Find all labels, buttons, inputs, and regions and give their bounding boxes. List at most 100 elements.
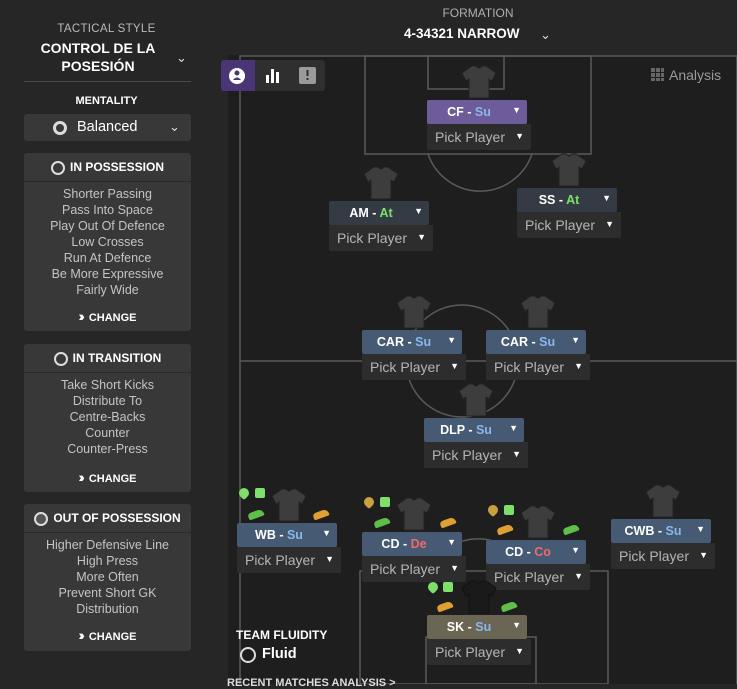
pick-player-dropdown[interactable]: Pick Player▼ bbox=[329, 225, 433, 251]
role-selector[interactable]: CWB - Su▼ bbox=[611, 519, 711, 543]
role-label: CF - Su bbox=[447, 105, 491, 119]
role-label: AM - At bbox=[349, 206, 393, 220]
shield-icon bbox=[34, 512, 49, 526]
info-view-tab[interactable] bbox=[291, 60, 325, 91]
in-possession-panel: IN POSSESSION Shorter Passing Pass Into … bbox=[24, 153, 191, 331]
position-card-car-left[interactable]: CAR - Su▼ Pick Player ▼ bbox=[362, 295, 466, 380]
pick-player-dropdown[interactable]: Pick Player▼ bbox=[486, 354, 590, 380]
pick-player-label: Pick Player bbox=[431, 447, 503, 463]
role-selector[interactable]: SK - Su▼ bbox=[427, 615, 527, 639]
pick-player-dropdown[interactable]: Pick Player▼ bbox=[517, 212, 621, 238]
shirt-icon bbox=[396, 497, 432, 531]
panel-title: IN POSSESSION bbox=[69, 160, 165, 174]
role-selector[interactable]: AM - At ▼ bbox=[329, 201, 429, 225]
grid-icon bbox=[651, 68, 664, 81]
double-chevron-right-icon: ›› bbox=[78, 308, 86, 324]
pick-player-label: Pick Player bbox=[244, 552, 316, 568]
position-card-car-right[interactable]: CAR - Su▼ Pick Player▼ bbox=[486, 295, 590, 380]
pick-player-dropdown[interactable]: Pick Player▼ bbox=[427, 639, 531, 665]
instruction-item: Take Short Kicks bbox=[60, 378, 155, 392]
team-fluidity-value: Fluid bbox=[262, 646, 297, 662]
shirt-icon bbox=[645, 484, 681, 518]
dropdown-arrow-icon: ▼ bbox=[574, 571, 583, 581]
dropdown-arrow-icon: ▼ bbox=[509, 423, 518, 433]
role-label: CD - Co bbox=[505, 545, 551, 559]
formation-value[interactable]: 4-34321 NARROW bbox=[404, 26, 520, 41]
pick-player-label: Pick Player bbox=[369, 359, 441, 375]
pick-player-dropdown[interactable]: Pick Player▼ bbox=[424, 442, 528, 468]
analysis-label: Analysis bbox=[669, 67, 722, 83]
status-icon bbox=[504, 505, 514, 515]
recent-matches-link[interactable]: RECENT MATCHES ANALYSIS > bbox=[227, 677, 396, 689]
dropdown-arrow-icon: ▼ bbox=[447, 537, 456, 547]
in-transition-panel: IN TRANSITION Take Short Kicks Distribut… bbox=[24, 344, 191, 492]
role-selector[interactable]: CAR - Su▼ bbox=[486, 330, 586, 354]
change-button[interactable]: ››CHANGE bbox=[24, 627, 191, 643]
position-card-cwb[interactable]: CWB - Su▼ Pick Player ▼ bbox=[611, 484, 715, 569]
pick-player-dropdown[interactable]: Pick Player ▼ bbox=[362, 354, 466, 380]
pick-player-label: Pick Player bbox=[618, 548, 690, 564]
position-card-cd-left[interactable]: CD - De▼ Pick Player▼ bbox=[362, 497, 466, 582]
role-label: WB - Su bbox=[255, 528, 303, 542]
position-card-wb[interactable]: WB - Su▼ Pick Player ▼ bbox=[237, 488, 341, 573]
position-card-dlp[interactable]: DLP - Su▼ Pick Player▼ bbox=[424, 383, 528, 468]
role-selector[interactable]: WB - Su▼ bbox=[237, 523, 337, 547]
chevron-down-icon[interactable]: ⌄ bbox=[540, 27, 551, 42]
stats-view-tab[interactable] bbox=[256, 60, 290, 91]
dropdown-arrow-icon: ▼ bbox=[325, 554, 334, 564]
instruction-list: Shorter Passing Pass Into Space Play Out… bbox=[24, 186, 191, 298]
dropdown-arrow-icon: ▼ bbox=[602, 193, 611, 203]
pick-player-dropdown[interactable]: Pick Player ▼ bbox=[611, 543, 715, 569]
change-label: CHANGE bbox=[88, 473, 137, 485]
change-button[interactable]: ››CHANGE bbox=[24, 469, 191, 485]
dropdown-arrow-icon: ▼ bbox=[414, 206, 423, 216]
dropdown-arrow-icon: ▼ bbox=[571, 335, 580, 345]
change-button[interactable]: ››CHANGE bbox=[24, 308, 191, 324]
analysis-button[interactable]: Analysis bbox=[651, 67, 721, 83]
dropdown-arrow-icon: ▼ bbox=[512, 105, 521, 115]
pick-player-dropdown[interactable]: Pick Player▼ bbox=[362, 556, 466, 582]
mentality-dropdown[interactable]: Balanced ⌄ bbox=[24, 114, 191, 141]
tactical-style-value[interactable]: CONTROL DE LA POSESIÓN bbox=[40, 40, 156, 74]
ball-icon bbox=[50, 161, 65, 175]
pick-player-dropdown[interactable]: Pick Player▼ bbox=[486, 564, 590, 590]
position-card-cd-right[interactable]: CD - Co▼ Pick Player▼ bbox=[486, 505, 590, 590]
dropdown-arrow-icon: ▼ bbox=[450, 563, 459, 573]
role-label: SK - Su bbox=[446, 620, 492, 634]
instruction-item: Counter bbox=[85, 426, 130, 440]
role-selector[interactable]: DLP - Su▼ bbox=[424, 418, 524, 442]
instruction-item: Centre-Backs bbox=[69, 410, 146, 424]
position-card-cf[interactable]: CF - Su ▼ Pick Player▼ bbox=[427, 65, 531, 150]
instruction-item: Run At Defence bbox=[63, 251, 152, 265]
status-icon bbox=[380, 497, 390, 507]
role-selector[interactable]: CD - De▼ bbox=[362, 532, 462, 556]
mentality-value: Balanced bbox=[77, 119, 138, 135]
position-card-ss[interactable]: SS - At▼ Pick Player▼ bbox=[517, 153, 621, 238]
instruction-item: Higher Defensive Line bbox=[46, 538, 169, 552]
divider bbox=[24, 372, 191, 373]
shirt-icon bbox=[520, 295, 556, 329]
pick-player-dropdown[interactable]: Pick Player ▼ bbox=[237, 547, 341, 573]
chevron-down-icon[interactable]: ⌄ bbox=[176, 50, 187, 65]
position-card-am[interactable]: AM - At ▼ Pick Player▼ bbox=[329, 166, 433, 251]
player-view-tab[interactable] bbox=[221, 60, 255, 91]
mentality-icon bbox=[53, 121, 67, 135]
tactical-style-label: TACTICAL STYLE bbox=[57, 23, 156, 35]
stats-view-icon bbox=[266, 69, 279, 83]
dropdown-arrow-icon: ▼ bbox=[696, 524, 705, 534]
position-card-sk[interactable]: SK - Su▼ Pick Player▼ bbox=[427, 580, 531, 665]
pick-player-dropdown[interactable]: Pick Player▼ bbox=[427, 124, 531, 150]
tactics-sidebar: TACTICAL STYLE CONTROL DE LA POSESIÓN ⌄ … bbox=[0, 0, 213, 684]
panel-header: OUT OF POSSESSION bbox=[24, 511, 191, 526]
dropdown-arrow-icon: ▼ bbox=[417, 232, 426, 242]
role-selector[interactable]: CAR - Su▼ bbox=[362, 330, 462, 354]
role-selector[interactable]: SS - At▼ bbox=[517, 188, 617, 212]
info-view-icon bbox=[299, 67, 316, 84]
dropdown-arrow-icon: ▼ bbox=[450, 361, 459, 371]
instruction-item: Prevent Short GK bbox=[58, 586, 157, 600]
dropdown-arrow-icon: ▼ bbox=[699, 550, 708, 560]
instruction-item: Distribute To bbox=[72, 394, 143, 408]
instruction-item: High Press bbox=[76, 554, 139, 568]
role-selector[interactable]: CD - Co▼ bbox=[486, 540, 586, 564]
role-selector[interactable]: CF - Su ▼ bbox=[427, 100, 527, 124]
